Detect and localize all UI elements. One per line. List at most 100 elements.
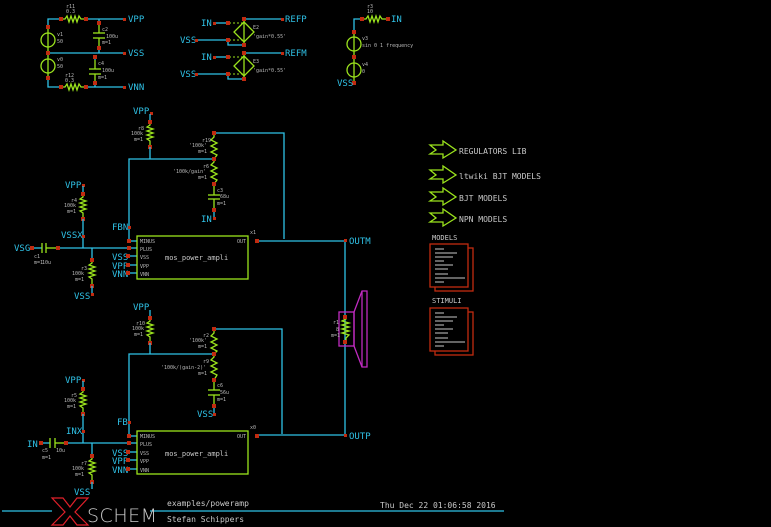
resistor-r10[interactable] xyxy=(144,318,156,342)
c1-value: 10u xyxy=(42,260,51,266)
c6-name: c6 xyxy=(217,383,223,389)
resistor-r9[interactable] xyxy=(209,354,219,381)
launcher-regulators-lib[interactable]: REGULATORS LIB xyxy=(427,139,527,160)
r5-m: m=1 xyxy=(67,404,76,410)
upper-vsg-label: VSG xyxy=(14,244,30,254)
voltage-source-v4[interactable] xyxy=(346,57,362,83)
resistor-r6[interactable] xyxy=(209,159,219,185)
r-input-value: 10 xyxy=(367,9,373,15)
speaker-value: 8 xyxy=(336,327,339,333)
resistor-r12[interactable] xyxy=(61,81,86,93)
capacitor-c5[interactable] xyxy=(49,438,64,448)
c5-value: 10u xyxy=(56,448,65,454)
c1-m: m=1 xyxy=(34,260,43,266)
document-icon xyxy=(435,248,465,283)
r10-m: m=1 xyxy=(134,332,143,338)
r-input-name: r3 xyxy=(367,4,373,10)
r4-name: r4 xyxy=(71,198,77,204)
lower-vpp-label: VPP xyxy=(133,303,150,313)
launcher-npn-models[interactable]: NPN MODELS xyxy=(427,207,507,228)
lower-vpp2-label: VPP xyxy=(65,376,82,386)
net-label-vss: VSS xyxy=(128,49,144,59)
ref-vss-label-1: VSS xyxy=(180,36,196,46)
logo-text: SCHEM xyxy=(87,505,158,527)
v0-name: v0 xyxy=(57,57,63,63)
r11-name: r11 xyxy=(66,4,75,10)
x0-pin-plus: PLUS xyxy=(140,442,152,448)
x1-pin-vss: VSS xyxy=(140,255,149,261)
resistor-r2[interactable] xyxy=(209,329,219,355)
schematic-path: examples/poweramp xyxy=(167,499,249,508)
r5-name: r5 xyxy=(71,393,77,399)
launcher-ltwiki-bjt-models[interactable]: ltwiki BJT MODELS xyxy=(427,164,541,185)
resistor-r5[interactable] xyxy=(77,389,89,413)
voltage-source-v1[interactable] xyxy=(40,27,56,53)
c6-value: 56u xyxy=(220,390,229,396)
vcvs-e3[interactable] xyxy=(233,53,255,79)
r9-m: m=1 xyxy=(198,371,207,377)
voltage-source-v0[interactable] xyxy=(40,53,56,78)
r4-m: m=1 xyxy=(67,209,76,215)
lower-vss-fb-label: VSS xyxy=(197,410,213,420)
voltage-source-v3[interactable] xyxy=(346,31,362,57)
capacitor-c6[interactable] xyxy=(208,380,220,405)
reference-section: IN VSS REFP E2 'gain*0.55' IN VSS xyxy=(180,15,307,81)
x0-pin-vpp: VPP xyxy=(140,459,149,465)
x1-pin-vpp: VPP xyxy=(140,264,149,270)
v0-value: 50 xyxy=(57,64,63,70)
x0-instance-name: x0 xyxy=(250,425,256,431)
upper-vpp2-label: VPP xyxy=(65,181,82,191)
capacitor-c1[interactable] xyxy=(41,243,56,253)
resistor-r3[interactable] xyxy=(86,260,98,285)
c5-m: m=1 xyxy=(42,455,51,461)
x1-pin-plus: PLUS xyxy=(140,247,152,253)
speaker-name: r1 xyxy=(333,320,339,326)
amplifier-block-x0[interactable] xyxy=(136,430,249,475)
launcher-bjt-models[interactable]: BJT MODELS xyxy=(427,186,507,207)
r3-m: m=1 xyxy=(75,277,84,283)
r19-m: m=1 xyxy=(198,149,207,155)
x1-pin-minus: MINUS xyxy=(140,239,155,245)
resistor-r8[interactable] xyxy=(144,122,156,146)
lower-pin-vnn-label: VNN xyxy=(112,466,128,476)
lower-stage: VPP r10 100k m=1 VSS r2 '100k' m=1 r9 '1… xyxy=(27,303,345,498)
output-section: OUTM OUTP r1 8 m=1 xyxy=(331,237,371,442)
c5-name: c5 xyxy=(42,448,48,454)
r7-name: r7 xyxy=(81,461,87,467)
c3-name: c3 xyxy=(217,188,223,194)
c2-m: m=1 xyxy=(102,40,111,46)
code-block-models[interactable]: MODELS xyxy=(429,234,474,292)
svg-text:ltwiki BJT MODELS: ltwiki BJT MODELS xyxy=(459,172,541,181)
resistor-r11[interactable] xyxy=(61,13,86,25)
library-links: REGULATORS LIB ltwiki BJT MODELS BJT MOD… xyxy=(427,139,541,228)
x1-pin-out: OUT xyxy=(237,239,246,245)
svg-text:MODELS: MODELS xyxy=(432,234,457,242)
r12-value: 0.3 xyxy=(65,78,74,84)
arrow-icon xyxy=(427,186,458,207)
r19-value: '100k' xyxy=(189,143,207,149)
x0-pin-vnn: VNN xyxy=(140,468,149,474)
r6-value: '100k/gain' xyxy=(173,169,206,175)
amplifier-block-x1[interactable] xyxy=(136,235,249,280)
r2-value: '100k' xyxy=(189,338,207,344)
ref-in-label-2: IN xyxy=(201,53,212,63)
refm-label: REFM xyxy=(285,49,307,59)
e3-gain: 'gain*0.55' xyxy=(253,68,286,74)
resistor-input[interactable] xyxy=(362,13,388,25)
c4-name: c4 xyxy=(98,61,104,67)
upper-stage: VPP r8 100k m=1 IN r19 '100k' m=1 r6 '10… xyxy=(14,107,345,302)
x0-pin-vss: VSS xyxy=(140,451,149,457)
svg-text:BJT MODELS: BJT MODELS xyxy=(459,194,507,203)
resistor-r19[interactable] xyxy=(209,133,219,160)
vcvs-e2[interactable] xyxy=(233,19,255,45)
speaker-r1[interactable] xyxy=(338,290,368,368)
code-block-stimuli[interactable]: STIMULI xyxy=(429,297,474,356)
c2-name: c2 xyxy=(102,27,108,33)
r19-name: r19 xyxy=(202,138,211,144)
resistor-r4[interactable] xyxy=(77,194,89,218)
resistor-r7[interactable] xyxy=(86,456,98,481)
x1-cell-name: mos_power_ampli xyxy=(165,254,228,262)
r10-name: r10 xyxy=(136,321,145,327)
xschem-logo: SCHEM xyxy=(50,497,158,527)
